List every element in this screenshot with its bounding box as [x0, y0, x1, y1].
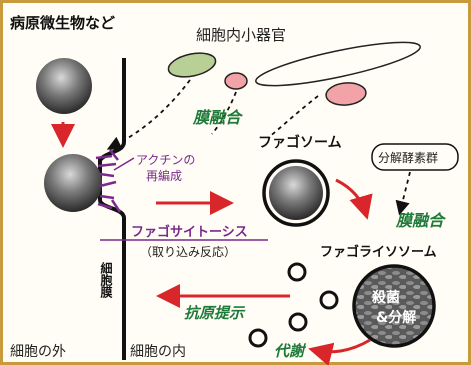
- svg-text:細胞膜: 細胞膜: [99, 261, 113, 299]
- pathogen-engulfed: [44, 154, 102, 212]
- actin-label-1: アクチンの: [136, 153, 195, 167]
- pathogen-outside: [36, 58, 92, 114]
- vesicle-1: [287, 262, 307, 282]
- membrane-label: 細胞膜: [99, 261, 113, 299]
- dashed-enzyme-arrow: [395, 171, 411, 216]
- organelle-pink-small: [224, 72, 248, 90]
- digest-label-2: &分解: [376, 309, 416, 326]
- phagosome-pathogen: [269, 166, 323, 220]
- metabolism-arrow: [308, 338, 371, 365]
- inside-label: 細胞の内: [130, 344, 186, 360]
- vesicle-4: [248, 328, 268, 348]
- organelle-pink-large: [325, 82, 367, 106]
- vesicle-2: [319, 290, 339, 310]
- actin-filaments: [95, 149, 122, 213]
- phagolysosome: [352, 264, 436, 348]
- arrow-to-fusion: [335, 178, 373, 220]
- organelle-green: [167, 52, 217, 78]
- organelle-long: [255, 41, 421, 87]
- actin-label-2: 再編成: [146, 168, 182, 183]
- digest-label-1: 殺菌: [371, 289, 400, 306]
- actin-pointer: [113, 157, 135, 171]
- dashed-fusion-arrow-3: [267, 95, 319, 139]
- enzymes-label: 分解酵素群: [378, 151, 438, 165]
- outside-label: 細胞の外: [10, 344, 66, 360]
- phagolysosome-label: ファゴライソソーム: [320, 244, 437, 260]
- antigen-label: 抗原提示: [184, 304, 246, 322]
- phagosome-label: ファゴソーム: [258, 134, 342, 151]
- membrane-fusion-label-1: 膜融合: [192, 108, 244, 127]
- vesicle-3: [288, 312, 308, 332]
- cell-membrane: [98, 58, 126, 360]
- uptake-label: （取り込み反応）: [140, 245, 236, 259]
- dashed-fusion-arrow-1: [106, 79, 191, 150]
- dashed-fusion-arrow-2: [211, 91, 237, 135]
- title: 病原微生物など: [10, 14, 115, 32]
- phagocytosis-label: ファゴサイトーシス: [131, 224, 248, 240]
- enzymes-bubble: [371, 143, 459, 171]
- membrane-fusion-label-2: 膜融合: [395, 211, 447, 230]
- metabolism-label: 代謝: [274, 342, 307, 360]
- organelles-label: 細胞内小器官: [196, 26, 286, 44]
